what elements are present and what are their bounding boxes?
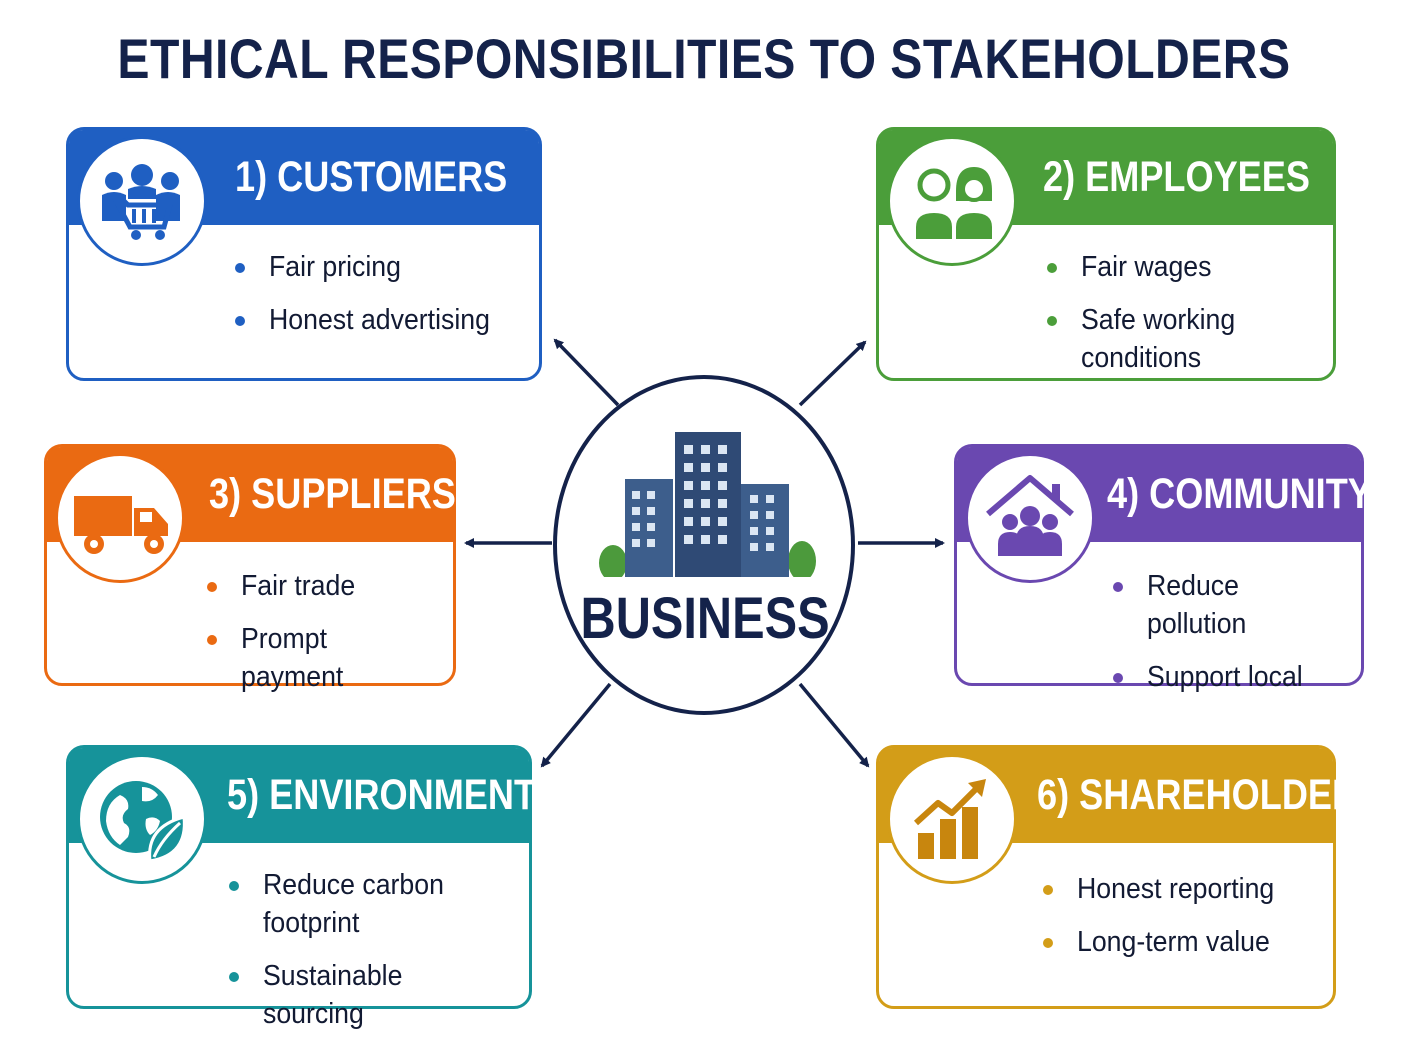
arrow-employees	[798, 340, 867, 407]
list-item: Reduce carbon footprint	[225, 866, 521, 942]
arrow-environment	[540, 682, 612, 768]
globe-leaf-icon	[100, 781, 186, 863]
stakeholder-card-environment: 5) ENVIRONMENT Reduce carbon footprint S…	[66, 745, 536, 1030]
card-icon-badge	[887, 136, 1017, 266]
house-people-icon	[986, 475, 1074, 556]
card-title: 5) ENVIRONMENT	[227, 771, 537, 819]
list-item: Prompt payment	[203, 620, 443, 696]
list-item: Fair wages	[1043, 248, 1323, 286]
bullet-list: Honest reporting Long-term value	[1039, 870, 1329, 976]
card-title: 4) COMMUNITY	[1107, 470, 1372, 518]
list-item: Fair pricing	[231, 248, 531, 286]
bullet-list: Fair pricing Honest advertising	[231, 248, 531, 354]
card-title: 6) SHAREHOLDERS	[1037, 771, 1383, 819]
list-item: Sustainable sourcing	[225, 957, 521, 1033]
card-icon-badge	[77, 136, 207, 266]
card-title: 1) CUSTOMERS	[235, 153, 508, 201]
growth-chart-icon	[913, 779, 986, 859]
card-title: 3) SUPPLIERS	[209, 470, 456, 518]
delivery-truck-icon	[74, 496, 168, 554]
bullet-list: Fair trade Prompt payment	[203, 567, 443, 711]
stakeholder-card-shareholders: 6) SHAREHOLDERS Honest reporting Long-te…	[876, 745, 1382, 1009]
stakeholder-card-community: 4) COMMUNITY Reduce pollution Support lo…	[954, 444, 1372, 693]
card-title: 2) EMPLOYEES	[1043, 153, 1310, 201]
bullet-list: Reduce pollution Support local	[1109, 567, 1359, 711]
card-icon-badge	[55, 453, 185, 583]
business-label: BUSINESS	[580, 586, 830, 651]
list-item: Honest advertising	[231, 301, 531, 339]
arrow-customers	[553, 338, 620, 407]
stakeholder-card-suppliers: 3) SUPPLIERS Fair trade Prompt payment	[44, 444, 456, 693]
stakeholder-card-employees: 2) EMPLOYEES Fair wages Safe working con…	[876, 127, 1336, 381]
list-item: Long-term value	[1039, 923, 1329, 961]
arrow-shareholders	[798, 682, 870, 768]
business-hub: BUSINESS	[553, 375, 855, 715]
list-item: Honest reporting	[1039, 870, 1329, 908]
page-title: ETHICAL RESPONSIBILITIES TO STAKEHOLDERS	[117, 27, 1291, 90]
stakeholder-card-customers: 1) CUSTOMERS Fair pricing Honest adverti…	[66, 127, 542, 381]
office-building-icon	[599, 432, 816, 577]
bullet-list: Reduce carbon footprint Sustainable sour…	[225, 866, 521, 1048]
list-item: Support local	[1109, 658, 1359, 696]
card-icon-badge	[77, 754, 207, 884]
list-item: Safe working conditions	[1043, 301, 1323, 377]
list-item: Reduce pollution	[1109, 567, 1359, 643]
card-icon-badge	[965, 453, 1095, 583]
list-item: Fair trade	[203, 567, 443, 605]
shopping-cart-people-icon	[102, 164, 180, 240]
card-icon-badge	[887, 754, 1017, 884]
bullet-list: Fair wages Safe working conditions	[1043, 248, 1323, 392]
man-woman-icon	[916, 167, 992, 239]
